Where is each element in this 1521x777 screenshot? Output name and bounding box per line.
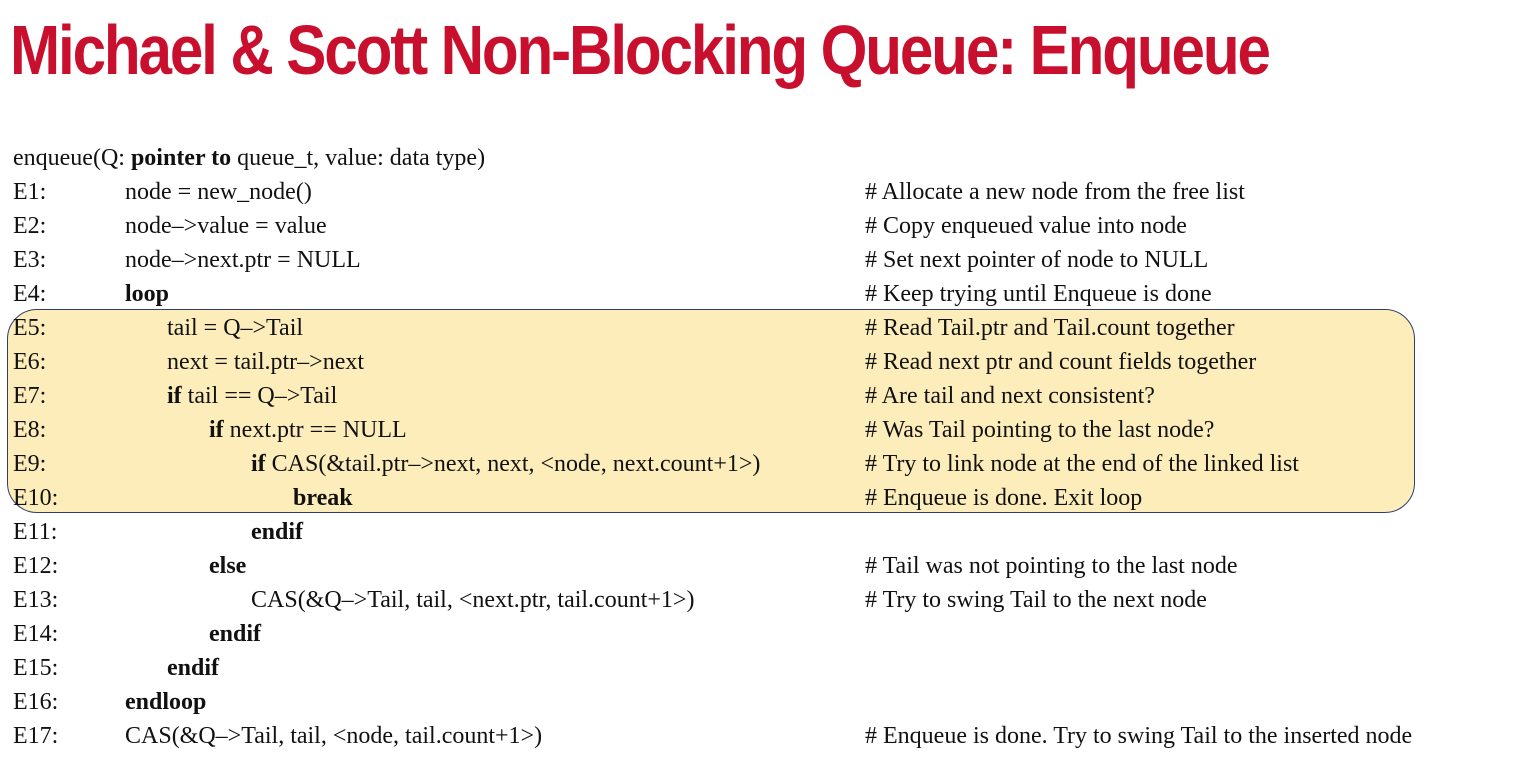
line-keyword: endif bbox=[167, 655, 220, 681]
line-code: endloop bbox=[125, 685, 206, 719]
line-label: E8: bbox=[13, 417, 47, 443]
highlight-box bbox=[7, 309, 1415, 513]
line-label: E9: bbox=[13, 451, 47, 477]
code-line-e4: E4: loop # Keep trying until Enqueue is … bbox=[13, 277, 1513, 311]
signature-params: queue_t, value: data type) bbox=[231, 145, 486, 171]
line-code: else bbox=[209, 549, 246, 583]
line-code: endif bbox=[167, 651, 219, 685]
line-label: E17: bbox=[13, 723, 59, 749]
signature-name: enqueue(Q: bbox=[13, 145, 131, 171]
line-label: E13: bbox=[13, 587, 59, 613]
code-line-e15: E15: endif bbox=[13, 651, 1513, 685]
line-label: E5: bbox=[13, 315, 47, 341]
code-line-e16: E16: endloop bbox=[13, 685, 1513, 719]
code-line-e3: E3: node–>next.ptr = NULL # Set next poi… bbox=[13, 243, 1513, 277]
line-code: if CAS(&tail.ptr–>next, next, <node, nex… bbox=[251, 447, 760, 481]
line-label: E16: bbox=[13, 689, 59, 715]
line-comment: # Set next pointer of node to NULL bbox=[865, 247, 1209, 273]
line-label: E11: bbox=[13, 519, 58, 545]
line-comment: # Try to swing Tail to the next node bbox=[865, 587, 1207, 613]
line-code: next = tail.ptr–>next bbox=[167, 345, 364, 379]
code-line-e2: E2: node–>value = value # Copy enqueued … bbox=[13, 209, 1513, 243]
line-comment: # Tail was not pointing to the last node bbox=[865, 553, 1238, 579]
line-comment: # Read next ptr and count fields togethe… bbox=[865, 349, 1257, 375]
line-keyword: if bbox=[167, 383, 182, 409]
line-code: endif bbox=[209, 617, 261, 651]
line-comment: # Allocate a new node from the free list bbox=[865, 179, 1245, 205]
line-keyword: endif bbox=[251, 519, 304, 545]
code-line-e6: E6: next = tail.ptr–>next # Read next pt… bbox=[13, 345, 1513, 379]
line-label: E15: bbox=[13, 655, 59, 681]
line-code-text: next.ptr == NULL bbox=[223, 417, 407, 443]
line-label: E4: bbox=[13, 281, 47, 307]
line-comment: # Keep trying until Enqueue is done bbox=[865, 281, 1212, 307]
function-signature: enqueue(Q: pointer to queue_t, value: da… bbox=[13, 143, 485, 173]
line-code-text: tail == Q–>Tail bbox=[181, 383, 338, 409]
code-line-e5: E5: tail = Q–>Tail # Read Tail.ptr and T… bbox=[13, 311, 1513, 345]
line-label: E1: bbox=[13, 179, 47, 205]
line-comment: # Copy enqueued value into node bbox=[865, 213, 1187, 239]
line-code: if next.ptr == NULL bbox=[209, 413, 407, 447]
line-code: CAS(&Q–>Tail, tail, <node, tail.count+1>… bbox=[125, 719, 542, 753]
code-line-e13: E13: CAS(&Q–>Tail, tail, <next.ptr, tail… bbox=[13, 583, 1513, 617]
line-code-text: node = new_node() bbox=[125, 179, 312, 205]
line-comment: # Try to link node at the end of the lin… bbox=[865, 451, 1299, 477]
line-code: node = new_node() bbox=[125, 175, 312, 209]
line-code-text: next = tail.ptr–>next bbox=[167, 349, 365, 375]
line-code-text: CAS(&Q–>Tail, tail, <node, tail.count+1>… bbox=[125, 723, 543, 749]
code-line-e17: E17: CAS(&Q–>Tail, tail, <node, tail.cou… bbox=[13, 719, 1513, 753]
line-code: node–>next.ptr = NULL bbox=[125, 243, 361, 277]
line-code-text: node–>next.ptr = NULL bbox=[125, 247, 361, 273]
signature-keyword: pointer to bbox=[130, 145, 232, 171]
line-comment: # Are tail and next consistent? bbox=[865, 383, 1155, 409]
line-keyword: if bbox=[251, 451, 266, 477]
code-line-e1: E1: node = new_node() # Allocate a new n… bbox=[13, 175, 1513, 209]
code-line-e12: E12: else # Tail was not pointing to the… bbox=[13, 549, 1513, 583]
line-code: node–>value = value bbox=[125, 209, 327, 243]
line-code: loop bbox=[125, 277, 169, 311]
line-label: E7: bbox=[13, 383, 47, 409]
line-keyword: endloop bbox=[125, 689, 207, 715]
line-code: tail = Q–>Tail bbox=[167, 311, 303, 345]
code-line-e9: E9: if CAS(&tail.ptr–>next, next, <node,… bbox=[13, 447, 1513, 481]
line-comment: # Enqueue is done. Exit loop bbox=[865, 485, 1143, 511]
code-line-e8: E8: if next.ptr == NULL # Was Tail point… bbox=[13, 413, 1513, 447]
code-listing: E1: node = new_node() # Allocate a new n… bbox=[13, 175, 1513, 753]
line-label: E6: bbox=[13, 349, 47, 375]
line-label: E2: bbox=[13, 213, 47, 239]
line-keyword: else bbox=[209, 553, 247, 579]
line-code: if tail == Q–>Tail bbox=[167, 379, 337, 413]
line-keyword: break bbox=[293, 485, 353, 511]
line-code: endif bbox=[251, 515, 303, 549]
code-line-e10: E10: break # Enqueue is done. Exit loop bbox=[13, 481, 1513, 515]
line-label: E14: bbox=[13, 621, 59, 647]
line-comment: # Was Tail pointing to the last node? bbox=[865, 417, 1215, 443]
line-keyword: loop bbox=[125, 281, 170, 307]
line-comment: # Read Tail.ptr and Tail.count together bbox=[865, 315, 1235, 341]
code-line-e7: E7: if tail == Q–>Tail # Are tail and ne… bbox=[13, 379, 1513, 413]
code-line-e14: E14: endif bbox=[13, 617, 1513, 651]
line-code: CAS(&Q–>Tail, tail, <next.ptr, tail.coun… bbox=[251, 583, 694, 617]
code-line-e11: E11: endif bbox=[13, 515, 1513, 549]
slide-title: Michael & Scott Non-Blocking Queue: Enqu… bbox=[10, 11, 1271, 89]
line-code-text: CAS(&tail.ptr–>next, next, <node, next.c… bbox=[265, 451, 761, 477]
line-code: break bbox=[293, 481, 353, 515]
line-code-text: tail = Q–>Tail bbox=[167, 315, 304, 341]
line-code-text: node–>value = value bbox=[125, 213, 327, 239]
line-label: E3: bbox=[13, 247, 47, 273]
line-label: E10: bbox=[13, 485, 59, 511]
line-label: E12: bbox=[13, 553, 59, 579]
line-comment: # Enqueue is done. Try to swing Tail to … bbox=[865, 723, 1413, 749]
line-code-text: CAS(&Q–>Tail, tail, <next.ptr, tail.coun… bbox=[251, 587, 695, 613]
line-keyword: endif bbox=[209, 621, 262, 647]
line-keyword: if bbox=[209, 417, 224, 443]
